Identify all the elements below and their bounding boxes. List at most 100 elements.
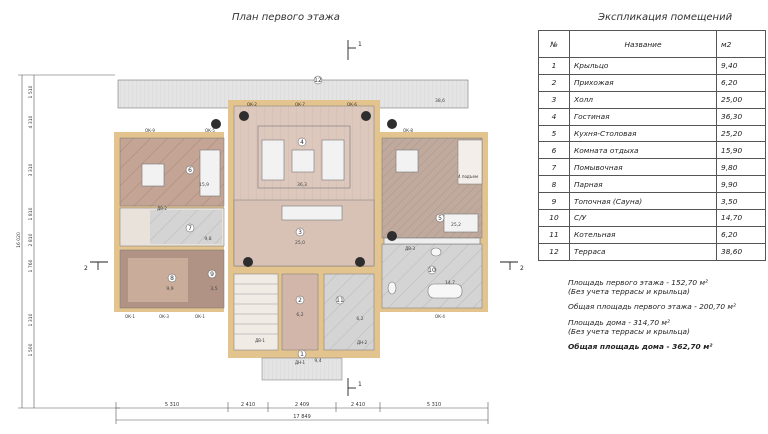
dimension-label: 2 410 <box>241 402 255 408</box>
room-area-labels: 9,4 6,2 25,0 36,3 25,2 15,9 9,8 9,9 3,5 … <box>166 98 461 364</box>
window-label: ОК-8 <box>403 128 413 133</box>
room-number: 10 <box>428 267 436 274</box>
room-11-boiler <box>323 273 375 351</box>
room-area: 6,2 <box>296 312 303 318</box>
floor-plan-drawing: 1 2 3 4 5 6 7 8 9 10 11 12 9,4 6,2 25,0 … <box>16 40 524 424</box>
room-area: 25,2 <box>451 222 461 228</box>
window-label: ОК-9 <box>145 128 155 133</box>
row-name: Кухня-Столовая <box>569 124 717 143</box>
section-mark-label: 2 <box>520 265 524 272</box>
window-label: ОК-2 <box>247 102 257 107</box>
plan-title: План первого этажа <box>232 12 340 23</box>
row-area: 9,80 <box>716 158 766 177</box>
room-number: 8 <box>170 275 174 282</box>
row-num: 10 <box>538 209 570 227</box>
lounge-furniture <box>141 149 221 197</box>
row-area: 9,90 <box>716 175 766 194</box>
first-floor-area: Площадь первого этажа - 152,70 м² <box>568 278 708 287</box>
room-area: 6,2 <box>356 316 363 322</box>
left-dimension-labels: 1 510 4 310 3 310 1 810 2 810 1 760 1 31… <box>16 85 34 356</box>
header-name: Название <box>569 30 717 58</box>
room-number: 4 <box>300 139 304 146</box>
door-label: ДВ-1 <box>255 338 265 343</box>
house-total: Общая площадь дома - 362,70 м² <box>568 342 713 351</box>
dimension-total: 17 849 <box>293 414 311 420</box>
room-area: 9,8 <box>204 236 211 242</box>
row-area: 25,20 <box>716 124 766 143</box>
room-area: 38,6 <box>435 98 445 104</box>
bathroom-fixtures <box>387 247 463 299</box>
row-name: Холл <box>569 90 717 109</box>
dimension-label: 1 760 <box>28 259 34 272</box>
window-label: ОК-7 <box>295 102 305 107</box>
row-area: 15,90 <box>716 141 766 160</box>
dimension-label: 4 310 <box>28 115 34 128</box>
left-dimension-chain <box>18 74 120 409</box>
row-num: 8 <box>538 175 570 194</box>
row-name: Комната отдыха <box>569 141 717 160</box>
row-num: 7 <box>538 158 570 177</box>
dimension-label: 1 510 <box>28 85 34 98</box>
first-floor-note: (Без учета террасы и крыльца) <box>568 287 690 296</box>
window-label: ОК-1 <box>195 314 205 319</box>
room-number: 3 <box>298 229 302 236</box>
room-number: 1 <box>300 351 304 358</box>
living-furniture <box>257 125 351 221</box>
house-area: Площадь дома - 314,70 м² <box>568 318 670 327</box>
row-name: Помывочная <box>569 158 717 177</box>
room-area: 9,4 <box>314 358 321 364</box>
dimension-total: 16 020 <box>16 232 22 248</box>
room-number-markers: 1 2 3 4 5 6 7 8 9 10 11 12 <box>167 75 445 359</box>
dimension-label: 3 310 <box>28 163 34 176</box>
row-name: Котельная <box>569 225 717 244</box>
room-number: 7 <box>188 225 192 232</box>
row-num: 12 <box>538 242 570 261</box>
row-area: 6,20 <box>716 225 766 244</box>
room-number: 9 <box>210 271 214 278</box>
first-floor-total: Общая площадь первого этажа - 200,70 м² <box>568 302 736 311</box>
dimension-label: 2 410 <box>351 402 365 408</box>
row-area: 6,20 <box>716 73 766 92</box>
section-mark-label: 2 <box>84 265 88 272</box>
stair-label: 4 подъем <box>458 174 478 179</box>
row-num: 11 <box>538 225 570 244</box>
dimension-label: 5 310 <box>165 402 179 408</box>
row-num: 1 <box>538 57 570 75</box>
room-area: 25,0 <box>295 240 305 246</box>
explication-title: Экспликация помещений <box>598 12 733 23</box>
window-label: ОК-4 <box>435 314 445 319</box>
dimension-label: 5 310 <box>427 402 441 408</box>
row-num: 3 <box>538 90 570 109</box>
room-number: 11 <box>336 297 344 304</box>
window-label: ОК-5 <box>205 128 215 133</box>
room-area: 15,9 <box>199 182 209 188</box>
room-area: 14,7 <box>445 280 455 286</box>
stair-steps <box>234 283 278 335</box>
table-header-row: № Название м2 <box>538 30 766 58</box>
window-label: ОК-1 <box>125 314 135 319</box>
room-number: 12 <box>314 77 322 84</box>
row-area: 14,70 <box>716 209 766 227</box>
row-name: Терраса <box>569 242 717 261</box>
row-num: 2 <box>538 73 570 92</box>
room-2-hallway <box>281 273 319 351</box>
steam-bench <box>128 258 188 302</box>
row-name: Крыльцо <box>569 57 717 75</box>
section-mark-label: 1 <box>358 41 362 48</box>
dimension-label: 2 409 <box>295 402 309 408</box>
room-area: 36,3 <box>297 182 307 188</box>
dimension-label: 1 310 <box>28 313 34 326</box>
dimension-label: 1 500 <box>28 343 34 356</box>
door-label: ДН-2 <box>357 340 368 345</box>
section-marks <box>90 40 518 396</box>
section-mark-labels: 1 1 2 2 <box>84 41 524 388</box>
